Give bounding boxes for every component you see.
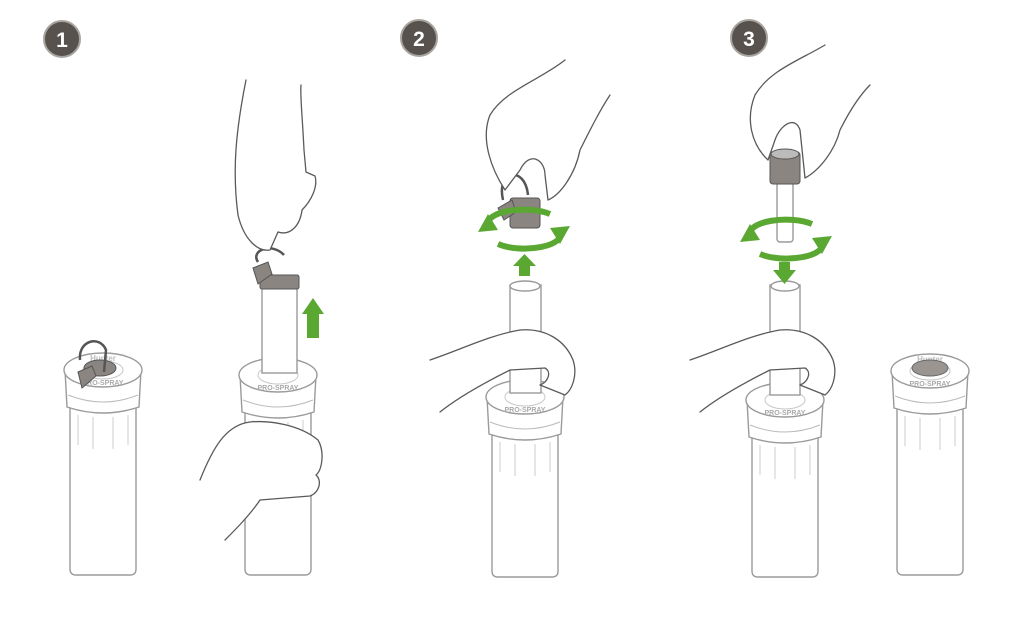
nozzle-icon xyxy=(769,148,801,243)
hand-removing-cap-icon xyxy=(485,59,611,201)
step-badge-1: 1 xyxy=(43,20,81,58)
installed-nozzle-icon xyxy=(911,359,949,377)
model-label-text: PRO-SPRAY xyxy=(83,380,124,387)
model-label-text: PRO-SPRAY xyxy=(910,381,951,388)
riser-stem-icon xyxy=(252,247,300,374)
hand-pulling-icon xyxy=(234,79,317,251)
model-label-text: PRO-SPRAY xyxy=(505,407,546,414)
arrow-up-icon xyxy=(302,298,324,338)
arrow-up-icon xyxy=(513,254,536,276)
brand-logo-text: Hunter xyxy=(90,354,116,363)
step-number: 2 xyxy=(413,28,425,51)
step-badge-3: 3 xyxy=(730,19,768,57)
step-badge-2: 2 xyxy=(400,19,438,57)
model-label-text: PRO-SPRAY xyxy=(765,410,806,417)
step-number: 3 xyxy=(743,28,755,51)
hand-holding-nozzle-icon xyxy=(749,44,871,179)
hand-holding-riser-icon xyxy=(429,329,576,413)
rotate-arrows-icon xyxy=(478,206,570,252)
rotate-arrows-icon xyxy=(740,216,832,262)
hand-holding-body-icon xyxy=(199,420,323,541)
flush-cap-icon xyxy=(77,340,117,389)
arrow-down-icon xyxy=(773,262,796,284)
hand-holding-riser-icon xyxy=(689,329,836,413)
step-number: 1 xyxy=(56,29,68,52)
model-label-text: PRO-SPRAY xyxy=(258,385,299,392)
